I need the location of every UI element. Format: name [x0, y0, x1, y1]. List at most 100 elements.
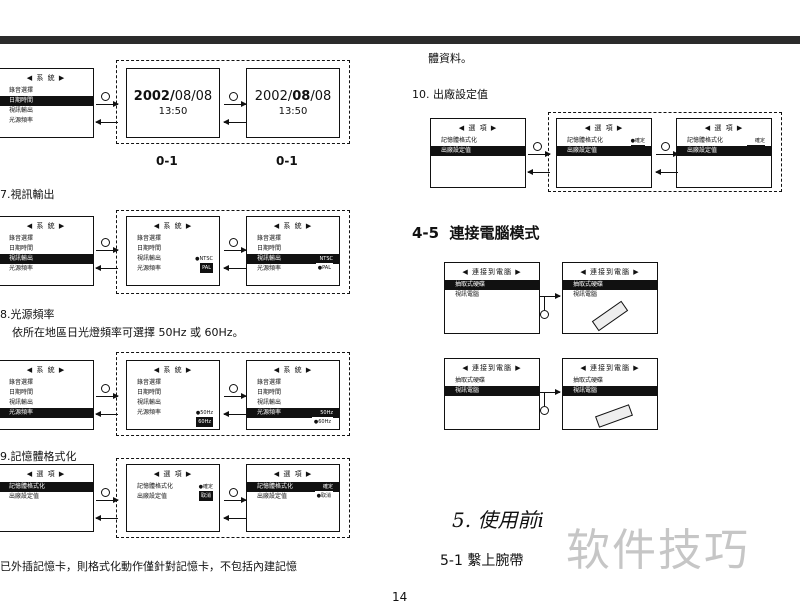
menu-row: 視訊輸出 — [0, 398, 93, 408]
menu-row: 日期時間 — [247, 388, 339, 398]
pc-screen-1a: ◀ 連接到電腦 ▶ 抽取式硬碟視訊電腦 — [444, 262, 540, 334]
screen-title: ◀ 系 統 ▶ — [26, 366, 66, 374]
menu-row-label: 抽取式硬碟 — [455, 281, 486, 288]
screen-title: ◀ 選 項 ▶ — [273, 470, 313, 478]
footnote-text: 已外插記憶卡，則格式化動作僅針對記憶卡，不包括內建記憶 — [0, 560, 297, 573]
button-press-icon — [229, 488, 238, 497]
menu-row: 視訊電腦 — [563, 290, 657, 300]
option-value: ●NTSC — [195, 256, 213, 262]
screen-title: ◀ 系 統 ▶ — [153, 366, 193, 374]
option-value: 確定 — [754, 138, 765, 144]
forward-arrow-icon — [96, 247, 119, 253]
screen-title: ◀ 系 統 ▶ — [26, 74, 66, 82]
menu-row: 出廠設定值 — [557, 146, 651, 156]
menu-row-label: 視訊輸出 — [9, 255, 34, 262]
menu-row: 日期時間 — [0, 96, 93, 106]
system-menu-screen: ◀ 系 統 ▶錄音選擇日期時間視訊輸出光源頻率 — [0, 68, 94, 138]
menu-row-label: 記憶體格式化 — [441, 137, 478, 144]
option-alt-value: ●60Hz — [311, 417, 333, 427]
watermark: 软件技巧 — [566, 525, 750, 576]
menu-row-label: 光源頻率 — [9, 117, 34, 124]
continued-text: 體資料。 — [428, 52, 472, 65]
forward-arrow-icon — [224, 497, 247, 503]
menu-row-label: 記憶體格式化 — [137, 483, 174, 490]
menu-row: 出廠設定值 — [431, 146, 525, 156]
forward-arrow-icon — [540, 389, 561, 395]
connector-line — [544, 392, 545, 406]
menu-row: 光源頻率 — [127, 264, 219, 274]
menu-row: 抽取式硬碟 — [445, 280, 539, 290]
menu-row-label: 日期時間 — [137, 389, 162, 396]
button-press-icon — [229, 238, 238, 247]
page-number: 14 — [392, 590, 408, 604]
menu-row-label: 視訊電腦 — [455, 291, 480, 298]
screen-title: ◀ 連接到電腦 ▶ — [462, 268, 522, 276]
item7-heading: 7.視訊輸出 — [0, 188, 55, 201]
button-press-icon — [101, 238, 110, 247]
screen-title: ◀ 系 統 ▶ — [153, 222, 193, 230]
video-menu-screen: ◀ 系 統 ▶錄音選擇日期時間視訊輸出光源頻率 — [0, 216, 94, 286]
menu-row-label: 出廠設定值 — [9, 493, 40, 500]
reset-menu-screen: ◀ 選 項 ▶記憶體格式化出廠設定值 — [430, 118, 526, 188]
forward-arrow-icon — [224, 393, 247, 399]
item8-description: 依所在地區日光燈頻率可選擇 50Hz 或 60Hz。 — [12, 326, 244, 339]
menu-row: 日期時間 — [0, 388, 93, 398]
menu-row-label: 出廠設定值 — [687, 147, 718, 154]
format-screen-3: ◀ 選 項 ▶記憶體格式化確定●取消出廠設定值 — [246, 464, 340, 532]
menu-row: 錄音選擇 — [247, 378, 339, 388]
menu-row-label: 錄音選擇 — [257, 235, 282, 242]
menu-row-label: 視訊電腦 — [573, 387, 598, 394]
screen-title: ◀ 選 項 ▶ — [26, 470, 66, 478]
menu-row-label: 視訊輸出 — [137, 255, 162, 262]
menu-row: 視訊輸出 — [0, 106, 93, 116]
screen-title: ◀ 系 統 ▶ — [273, 366, 313, 374]
menu-row: 出廠設定值 — [127, 492, 219, 502]
date-screen-1: 2002/08/08 13:50 — [126, 68, 220, 138]
screen-title: ◀ 連接到電腦 ▶ — [462, 364, 522, 372]
menu-row-label: 日期時間 — [9, 245, 34, 252]
screen-title: ◀ 選 項 ▶ — [584, 124, 624, 132]
menu-row: 視訊輸出 — [0, 254, 93, 264]
menu-row-label: 抽取式硬碟 — [573, 281, 604, 288]
menu-row-label: 日期時間 — [257, 245, 282, 252]
pc-screen-2b: ◀ 連接到電腦 ▶抽取式硬碟視訊電腦 — [562, 358, 658, 430]
forward-arrow-icon — [96, 497, 119, 503]
screen-title: ◀ 選 項 ▶ — [153, 470, 193, 478]
menu-row-label: 視訊輸出 — [257, 255, 282, 262]
forward-arrow-icon — [224, 247, 247, 253]
screen-title: ◀ 連接到電腦 ▶ — [580, 268, 640, 276]
menu-row-label: 出廠設定值 — [137, 493, 168, 500]
section-5-heading: 5. 使用前i — [452, 508, 544, 532]
item9-heading: 9.記憶體格式化 — [0, 450, 77, 463]
forward-arrow-icon — [656, 151, 679, 157]
menu-row-label: 錄音選擇 — [137, 379, 162, 386]
menu-row-label: 出廠設定值 — [257, 493, 288, 500]
menu-row: 光源頻率 — [0, 264, 93, 274]
forward-arrow-icon — [96, 393, 119, 399]
button-press-icon — [661, 142, 670, 151]
menu-row: 記憶體格式化 — [431, 136, 525, 146]
back-arrow-icon — [95, 411, 118, 417]
menu-row: 出廠設定值 — [0, 492, 93, 502]
menu-row: 出廠設定值 — [247, 492, 339, 502]
forward-arrow-icon — [96, 101, 119, 107]
option-value: ●50Hz — [195, 410, 213, 416]
section-5-1-heading: 5-1 繫上腕帶 — [440, 553, 524, 569]
menu-row-label: 光源頻率 — [9, 409, 34, 416]
option-alt-value: 60Hz — [196, 417, 213, 427]
menu-row: 光源頻率 — [247, 264, 339, 274]
menu-row-label: 視訊輸出 — [9, 107, 34, 114]
item10-heading: 10. 出廠設定值 — [412, 88, 488, 101]
date-label-1: 0-1 — [156, 154, 178, 168]
section-4-5-heading: 4-5 連接電腦模式 — [412, 224, 540, 242]
back-arrow-icon — [95, 265, 118, 271]
item8-heading: 8.光源頻率 — [0, 308, 55, 321]
back-arrow-icon — [223, 119, 246, 125]
button-press-icon — [101, 384, 110, 393]
back-arrow-icon — [527, 169, 550, 175]
